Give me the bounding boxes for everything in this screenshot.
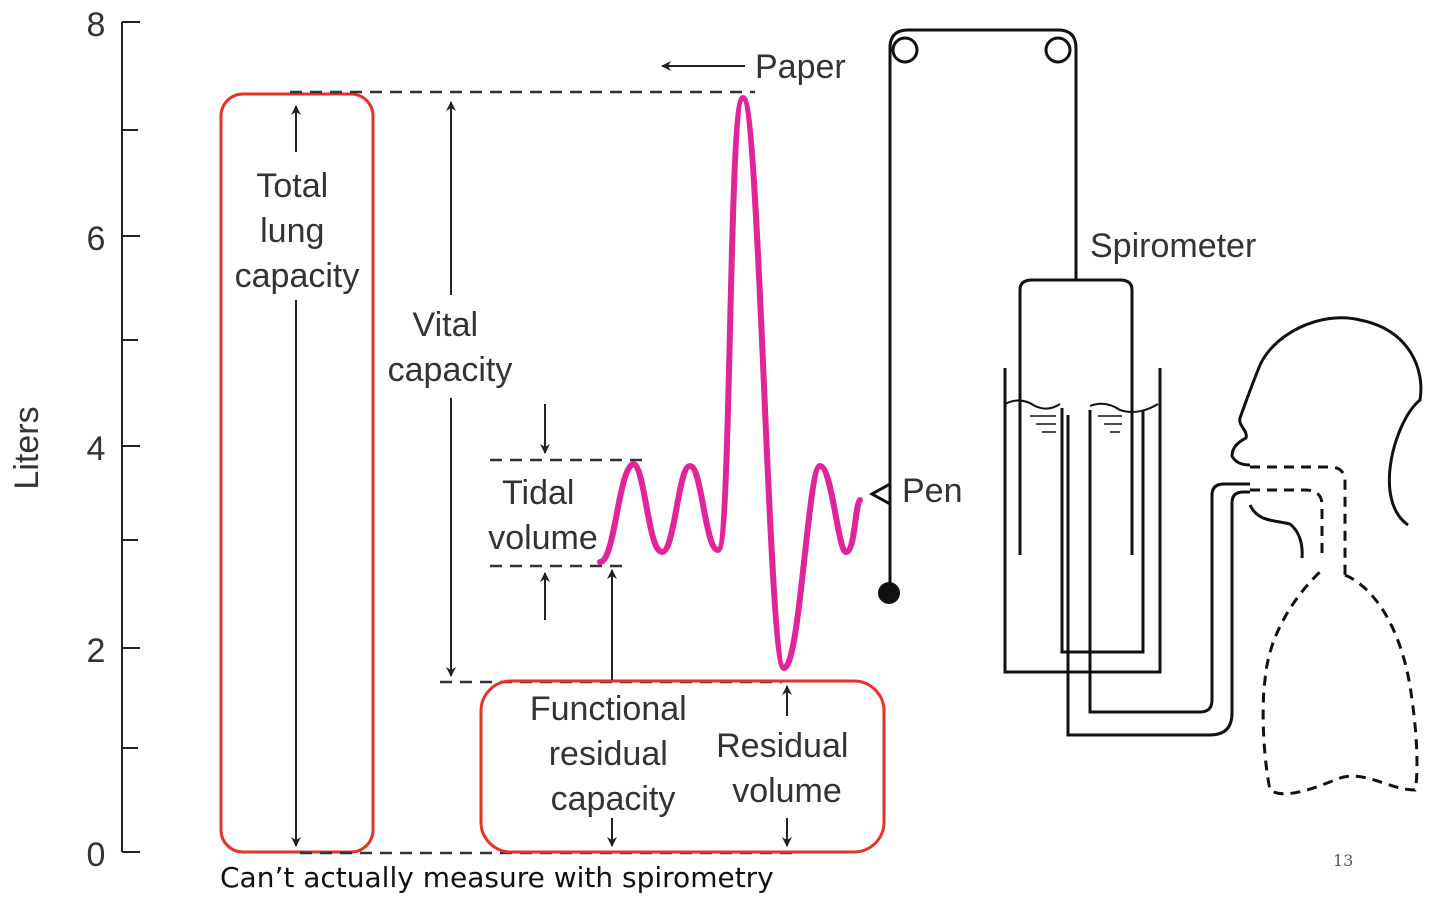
tidal-volume-label: Tidal volume: [488, 474, 598, 557]
frc-label: Functional residual capacity: [530, 690, 696, 818]
y-tick-label: 6: [87, 220, 106, 258]
spirometer-label: Spirometer: [1090, 227, 1256, 265]
tlc-highlight-box: [219, 92, 375, 854]
pen-label: Pen: [902, 472, 963, 510]
person-head: [1230, 316, 1423, 527]
spirometer-device: [1003, 278, 1162, 674]
spirogram-trace: [597, 95, 863, 671]
slide-number: 13: [1333, 851, 1353, 870]
rv-label: Residual volume: [716, 727, 858, 810]
y-tick-label: 8: [87, 6, 106, 44]
tlc-label: Total lung capacity: [235, 167, 360, 295]
y-tick-label: 2: [87, 632, 106, 670]
pulley-apparatus: [868, 28, 1078, 604]
dashed-airway-lungs: [1250, 465, 1419, 796]
vc-label: Vital capacity: [388, 306, 513, 389]
paper-label: Paper: [755, 48, 846, 86]
y-axis: [121, 21, 140, 853]
y-tick-label: 4: [87, 430, 106, 468]
y-tick-label: 0: [87, 836, 106, 874]
person-mouth: [1248, 504, 1304, 559]
breathing-tube: [1066, 410, 1250, 737]
pen-tip: [868, 482, 891, 506]
frc-rv-highlight-box: [479, 679, 886, 854]
spirometry-limitation-note: Can’t actually measure with spirometry: [220, 861, 774, 894]
y-axis-label: Liters: [8, 406, 46, 489]
